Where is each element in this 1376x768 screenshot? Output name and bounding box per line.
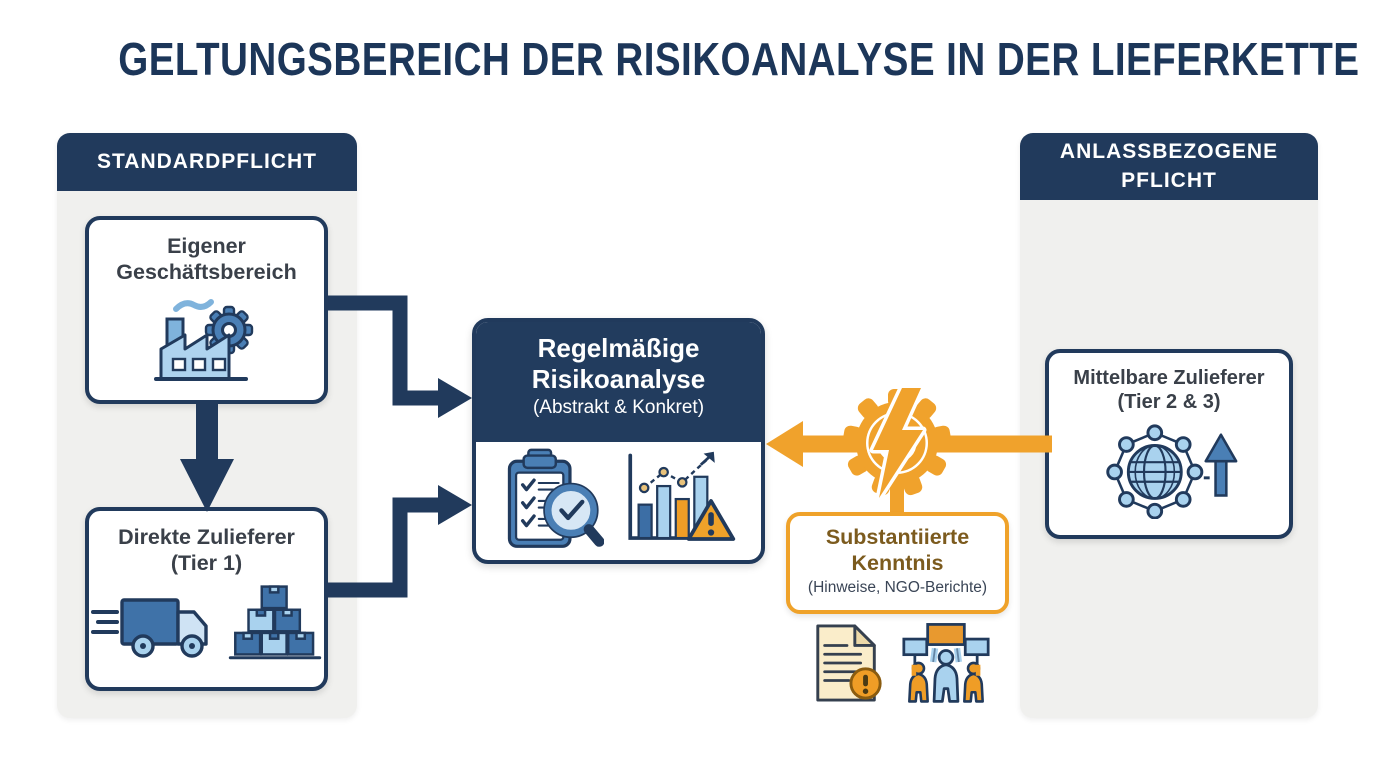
trigger-icons bbox=[802, 616, 998, 704]
indirect-suppliers-icons bbox=[1049, 421, 1289, 519]
event-based-duty-header: ANLASSBEZOGENE PFLICHT bbox=[1020, 133, 1318, 200]
delivery-truck-icon bbox=[90, 598, 208, 659]
stacked-boxes-icon bbox=[228, 585, 321, 660]
supply-network-globe-icon bbox=[1106, 424, 1238, 519]
risk-analysis-icons bbox=[476, 442, 761, 558]
event-based-duty-label-2: PFLICHT bbox=[1121, 168, 1217, 192]
factory-gear-icon bbox=[153, 299, 253, 382]
event-based-duty-panel: ANLASSBEZOGENE PFLICHT Mittelbare Zulief… bbox=[1020, 133, 1318, 718]
risk-analysis-subtitle: (Abstrakt & Konkret) bbox=[532, 397, 705, 419]
own-business-title: Eigener Geschäftsbereich bbox=[116, 234, 297, 285]
risk-bar-chart-icon bbox=[627, 451, 735, 541]
event-based-duty-label-1: ANLASSBEZOGENE bbox=[1059, 140, 1279, 164]
risk-analysis-box: Regelmäßige Risikoanalyse (Abstrakt & Ko… bbox=[472, 318, 765, 564]
indirect-suppliers-title: Mittelbare Zulieferer (Tier 2 & 3) bbox=[1073, 367, 1265, 414]
substantiated-knowledge-box: Substantiierte Kenntnis (Hinweise, NGO-B… bbox=[786, 512, 1009, 614]
page-title: GELTUNGSBEREICH DER RISIKOANALYSE IN DER… bbox=[118, 33, 1360, 85]
standard-duty-panel: STANDARDPFLICHT Eigener Geschäftsbereich bbox=[57, 133, 357, 718]
direct-suppliers-title: Direkte Zulieferer (Tier 1) bbox=[118, 525, 295, 576]
indirect-suppliers-box: Mittelbare Zulieferer (Tier 2 & 3) bbox=[1045, 349, 1293, 539]
standard-duty-label: STANDARDPFLICHT bbox=[97, 150, 317, 173]
risk-analysis-header: Regelmäßige Risikoanalyse (Abstrakt & Ko… bbox=[476, 322, 761, 442]
direct-suppliers-box: Direkte Zulieferer (Tier 1) bbox=[85, 507, 328, 691]
gear-lightning-icon bbox=[842, 384, 952, 502]
substantiated-knowledge-title: Substantiierte Kenntnis bbox=[825, 525, 970, 575]
own-business-icons bbox=[89, 291, 324, 383]
standard-duty-header: STANDARDPFLICHT bbox=[57, 133, 357, 191]
protest-people-icon bbox=[902, 623, 990, 703]
own-business-box: Eigener Geschäftsbereich bbox=[85, 216, 328, 404]
risk-analysis-title: Regelmäßige Risikoanalyse bbox=[531, 333, 706, 394]
substantiated-knowledge-subtitle: (Hinweise, NGO-Berichte) bbox=[807, 578, 988, 596]
direct-suppliers-icons bbox=[89, 582, 324, 664]
report-document-alert-icon bbox=[816, 624, 882, 702]
checklist-magnifier-icon bbox=[507, 448, 604, 548]
